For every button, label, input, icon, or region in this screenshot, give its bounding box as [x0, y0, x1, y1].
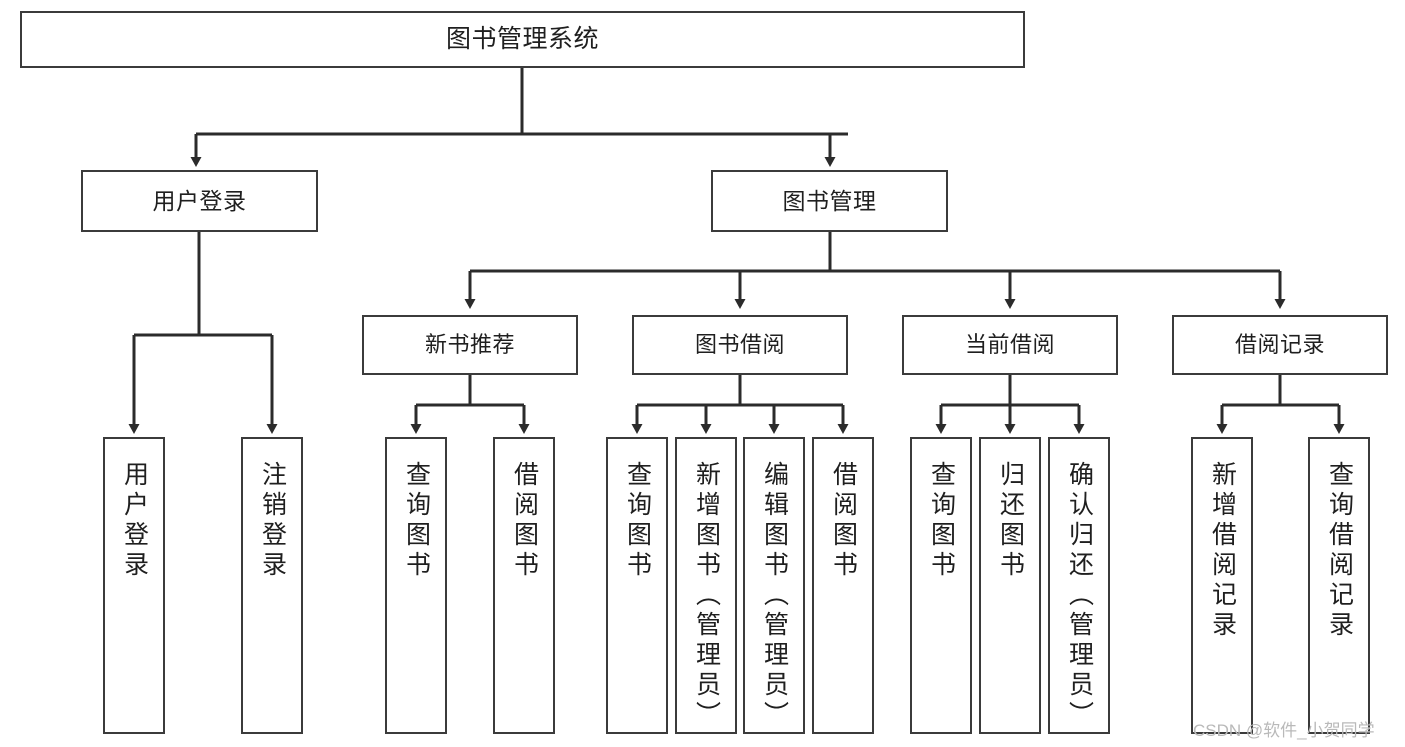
leaf-query-record-label: 查询借阅记录 — [1325, 461, 1354, 641]
leaf-user-login[interactable]: 用户登录 — [103, 437, 165, 734]
leaf-edit-book-label: 编辑图书（管理员） — [760, 461, 789, 731]
leaf-query-book-3-label: 查询图书 — [927, 461, 956, 581]
leaf-query-book-2-label: 查询图书 — [623, 461, 652, 581]
leaf-confirm-return[interactable]: 确认归还（管理员） — [1048, 437, 1110, 734]
leaf-query-book-2[interactable]: 查询图书 — [606, 437, 668, 734]
node-borrow-record-label: 借阅记录 — [1234, 332, 1325, 358]
node-book-manage-label: 图书管理 — [782, 187, 877, 214]
leaf-return-book[interactable]: 归还图书 — [979, 437, 1041, 734]
node-book-borrow-label: 图书借阅 — [694, 332, 785, 358]
leaf-add-book[interactable]: 新增图书（管理员） — [675, 437, 737, 734]
leaf-logout[interactable]: 注销登录 — [241, 437, 303, 734]
leaf-user-login-label: 用户登录 — [120, 461, 149, 581]
leaf-borrow-book-2-label: 借阅图书 — [829, 461, 858, 581]
leaf-query-book-1-label: 查询图书 — [402, 461, 431, 581]
node-root-label: 图书管理系统 — [445, 25, 599, 54]
leaf-logout-label: 注销登录 — [258, 461, 287, 581]
node-new-book-rec[interactable]: 新书推荐 — [362, 315, 578, 375]
leaf-borrow-book-1-label: 借阅图书 — [510, 461, 539, 581]
node-new-book-rec-label: 新书推荐 — [424, 332, 515, 358]
node-user-login[interactable]: 用户登录 — [81, 170, 318, 232]
leaf-confirm-return-label: 确认归还（管理员） — [1065, 461, 1094, 731]
leaf-add-record[interactable]: 新增借阅记录 — [1191, 437, 1253, 734]
leaf-query-book-1[interactable]: 查询图书 — [385, 437, 447, 734]
leaf-query-record[interactable]: 查询借阅记录 — [1308, 437, 1370, 734]
node-borrow-record[interactable]: 借阅记录 — [1172, 315, 1388, 375]
leaf-query-book-3[interactable]: 查询图书 — [910, 437, 972, 734]
node-current-borrow-label: 当前借阅 — [964, 332, 1055, 358]
leaf-return-book-label: 归还图书 — [996, 461, 1025, 581]
node-root[interactable]: 图书管理系统 — [20, 11, 1025, 68]
node-user-login-label: 用户登录 — [152, 187, 247, 214]
leaf-add-record-label: 新增借阅记录 — [1208, 461, 1237, 641]
node-book-manage[interactable]: 图书管理 — [711, 170, 948, 232]
leaf-add-book-label: 新增图书（管理员） — [692, 461, 721, 731]
node-current-borrow[interactable]: 当前借阅 — [902, 315, 1118, 375]
node-book-borrow[interactable]: 图书借阅 — [632, 315, 848, 375]
leaf-borrow-book-2[interactable]: 借阅图书 — [812, 437, 874, 734]
leaf-borrow-book-1[interactable]: 借阅图书 — [493, 437, 555, 734]
leaf-edit-book[interactable]: 编辑图书（管理员） — [743, 437, 805, 734]
